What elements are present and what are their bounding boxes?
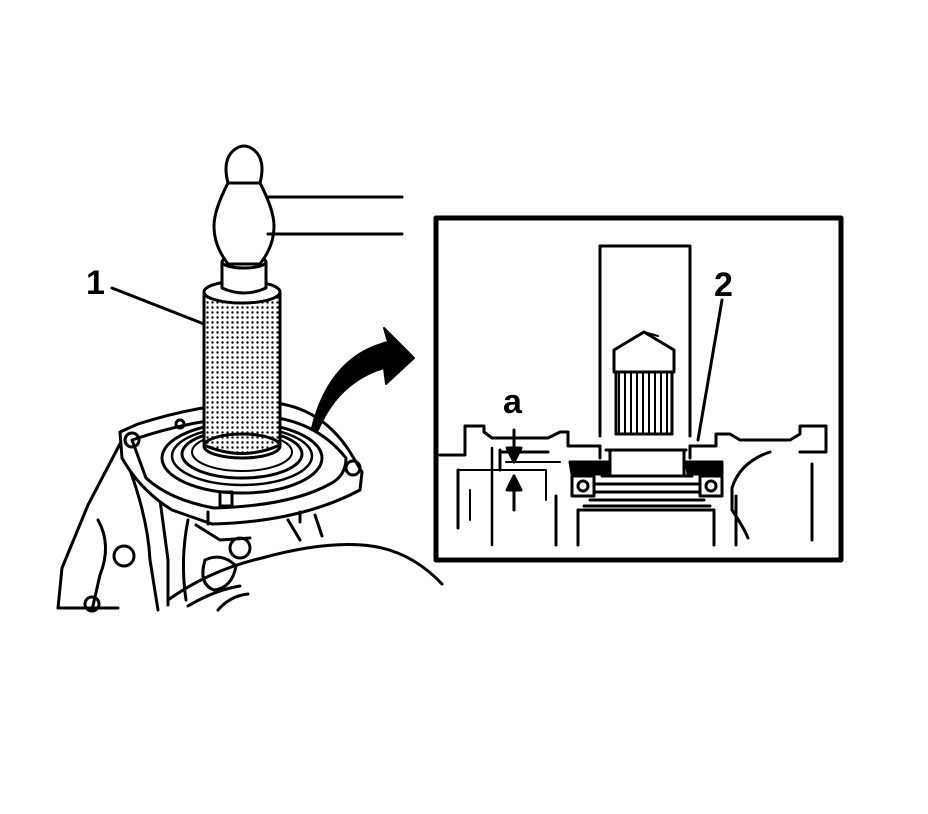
transmission-housing [56, 438, 444, 613]
callout-1-label: 1 [86, 264, 105, 302]
callout-1-leader [110, 286, 206, 326]
callout-2-label: 2 [714, 266, 733, 304]
callout-a-label: a [503, 383, 523, 421]
detail-frame [433, 215, 844, 563]
detail-arrow [311, 327, 415, 431]
hammer [212, 144, 404, 295]
callout-2-leader [696, 298, 724, 442]
main-view [56, 144, 444, 613]
detail-inset [433, 215, 844, 563]
dimension-a [505, 428, 561, 512]
seal-installer-tool [202, 279, 282, 460]
